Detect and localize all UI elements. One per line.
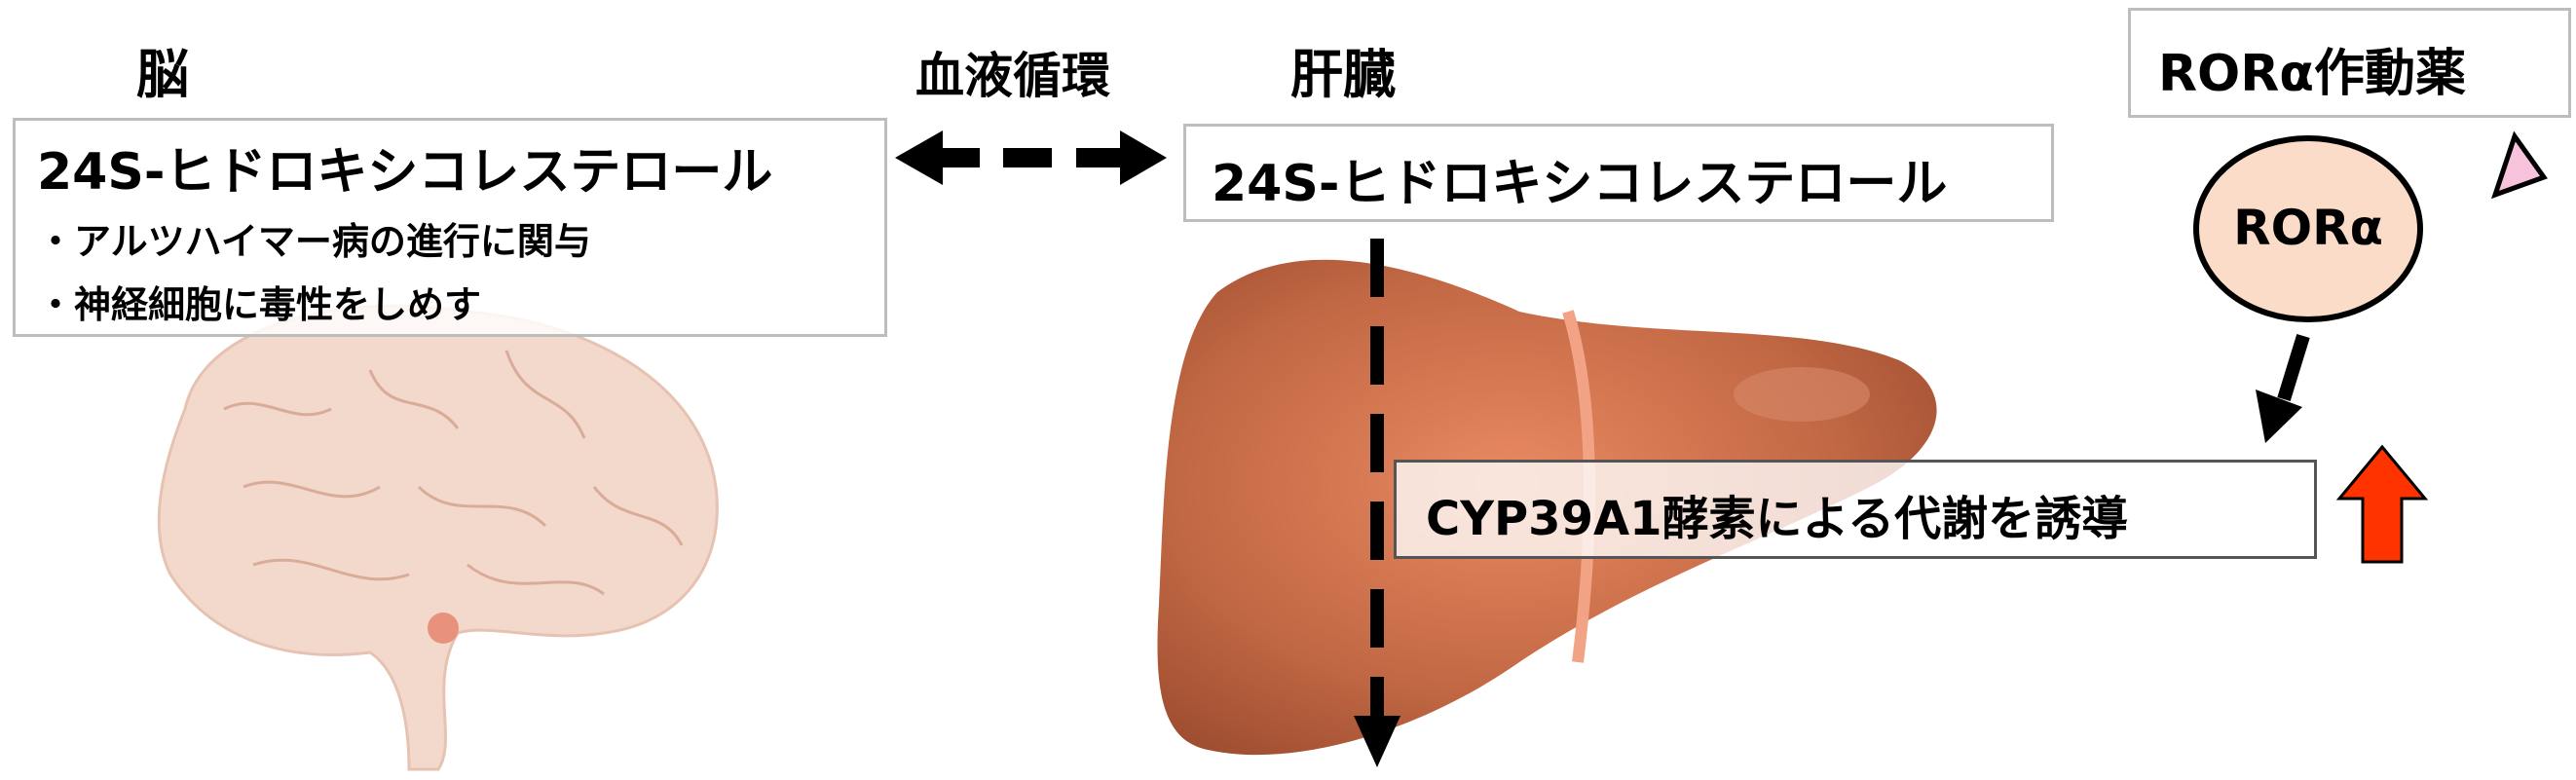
metabolism-down-arrow [1354,239,1400,767]
receptor-label: RORα [2233,200,2383,256]
liver-compound-box: 24S-ヒドロキシコレステロール [1183,124,2054,222]
cyp39a1-effect-box: CYP39A1酵素による代謝を誘導 [1394,460,2317,559]
agonist-ligand-icon [2490,130,2548,200]
agonist-label: RORα作動薬 [2158,45,2467,103]
liver-compound-label: 24S-ヒドロキシコレステロール [1212,155,1948,213]
agonist-box: RORα作動薬 [2128,8,2571,118]
circulation-label: 血液循環 [915,48,1110,104]
brain-note: ・アルツハイマー病の進行に関与 [37,220,591,263]
increase-arrow-icon [2335,444,2429,564]
brain-note: ・神経細胞に毒性をしめす [37,283,482,326]
activation-arrow [2256,333,2310,443]
liver-title: 肝臓 [1290,44,1396,105]
cyp39a1-effect-label: CYP39A1酵素による代謝を誘導 [1426,492,2129,546]
brain-illustration [157,304,719,771]
pituitary [428,613,459,644]
brain-title: 脳 [136,44,189,105]
brain-compound-label: 24S-ヒドロキシコレステロール [37,143,773,202]
ror-alpha-receptor [2193,135,2423,322]
circulation-double-arrow [895,130,1167,185]
brain-compound-box: 24S-ヒドロキシコレステロール ・アルツハイマー病の進行に関与 ・神経細胞に毒… [13,118,887,337]
